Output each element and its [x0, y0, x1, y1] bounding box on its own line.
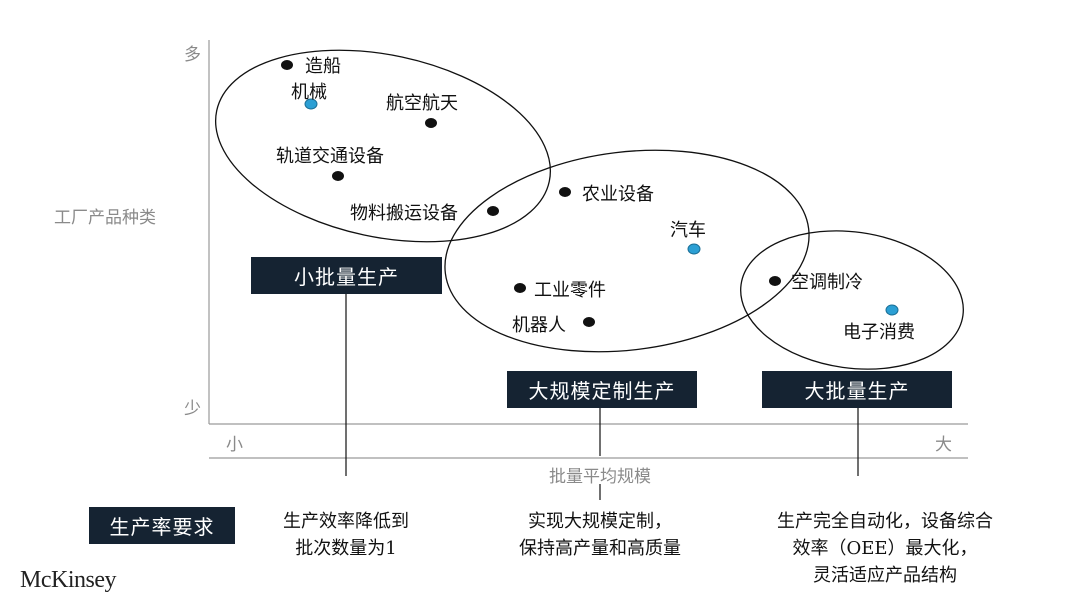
mode-mass-customization-box: 大规模定制生产	[507, 371, 697, 408]
x-axis-high-label: 大	[935, 435, 952, 455]
requirement-mass-customization-line-2: 保持高产量和高质量	[519, 538, 681, 559]
point-automotive	[687, 243, 701, 255]
point-consumer-electronics	[885, 304, 899, 316]
requirement-mass-production: 生产完全自动化，设备综合 效率（OEE）最大化， 灵活适应产品结构	[740, 508, 1030, 589]
label-machinery: 机械	[291, 82, 327, 103]
label-robotics: 机器人	[512, 315, 566, 336]
point-hvac	[769, 276, 781, 286]
point-robotics	[583, 317, 595, 327]
brand-logo: McKinsey	[20, 567, 116, 593]
label-rail-equipment: 轨道交通设备	[276, 146, 384, 167]
mode-small-batch-box: 小批量生产	[251, 257, 442, 294]
point-shipbuilding	[281, 60, 293, 70]
requirement-mass-production-line-3: 灵活适应产品结构	[813, 565, 957, 586]
y-axis-title: 工厂产品种类	[54, 208, 156, 228]
point-machinery	[304, 98, 318, 110]
requirement-mass-customization-line-1: 实现大规模定制，	[528, 511, 672, 532]
label-consumer-electronics: 电子消费	[843, 322, 915, 343]
label-hvac: 空调制冷	[791, 272, 863, 293]
requirement-small-batch: 生产效率降低到 批次数量为1	[246, 508, 446, 562]
requirement-small-batch-line-1: 生产效率降低到	[283, 511, 409, 532]
label-material-handling: 物料搬运设备	[350, 203, 458, 224]
cluster-mass-customization-ellipse	[444, 149, 810, 353]
label-aerospace: 航空航天	[386, 93, 458, 114]
point-rail-equipment	[332, 171, 344, 181]
y-axis-low-label: 少	[184, 399, 201, 419]
label-agricultural-equipment: 农业设备	[582, 184, 654, 205]
requirement-mass-production-line-1: 生产完全自动化，设备综合	[777, 511, 993, 532]
x-axis-title: 批量平均规模	[549, 467, 651, 487]
label-automotive: 汽车	[670, 220, 706, 241]
requirement-mass-production-line-2: 效率（OEE）最大化，	[792, 538, 978, 559]
cluster-small-batch-ellipse	[214, 49, 552, 243]
cluster-mass-production-ellipse	[740, 230, 964, 370]
point-material-handling	[487, 206, 499, 216]
mode-mass-production-box: 大批量生产	[762, 371, 952, 408]
x-axis-low-label: 小	[226, 435, 243, 455]
label-shipbuilding: 造船	[305, 56, 341, 77]
requirement-label-box: 生产率要求	[89, 507, 235, 544]
requirement-small-batch-line-2: 批次数量为1	[295, 538, 397, 559]
y-axis-high-label: 多	[184, 45, 201, 65]
point-aerospace	[425, 118, 437, 128]
label-industrial-parts: 工业零件	[534, 280, 606, 301]
requirement-mass-customization: 实现大规模定制， 保持高产量和高质量	[490, 508, 710, 562]
point-agricultural-equipment	[559, 187, 571, 197]
point-industrial-parts	[514, 283, 526, 293]
